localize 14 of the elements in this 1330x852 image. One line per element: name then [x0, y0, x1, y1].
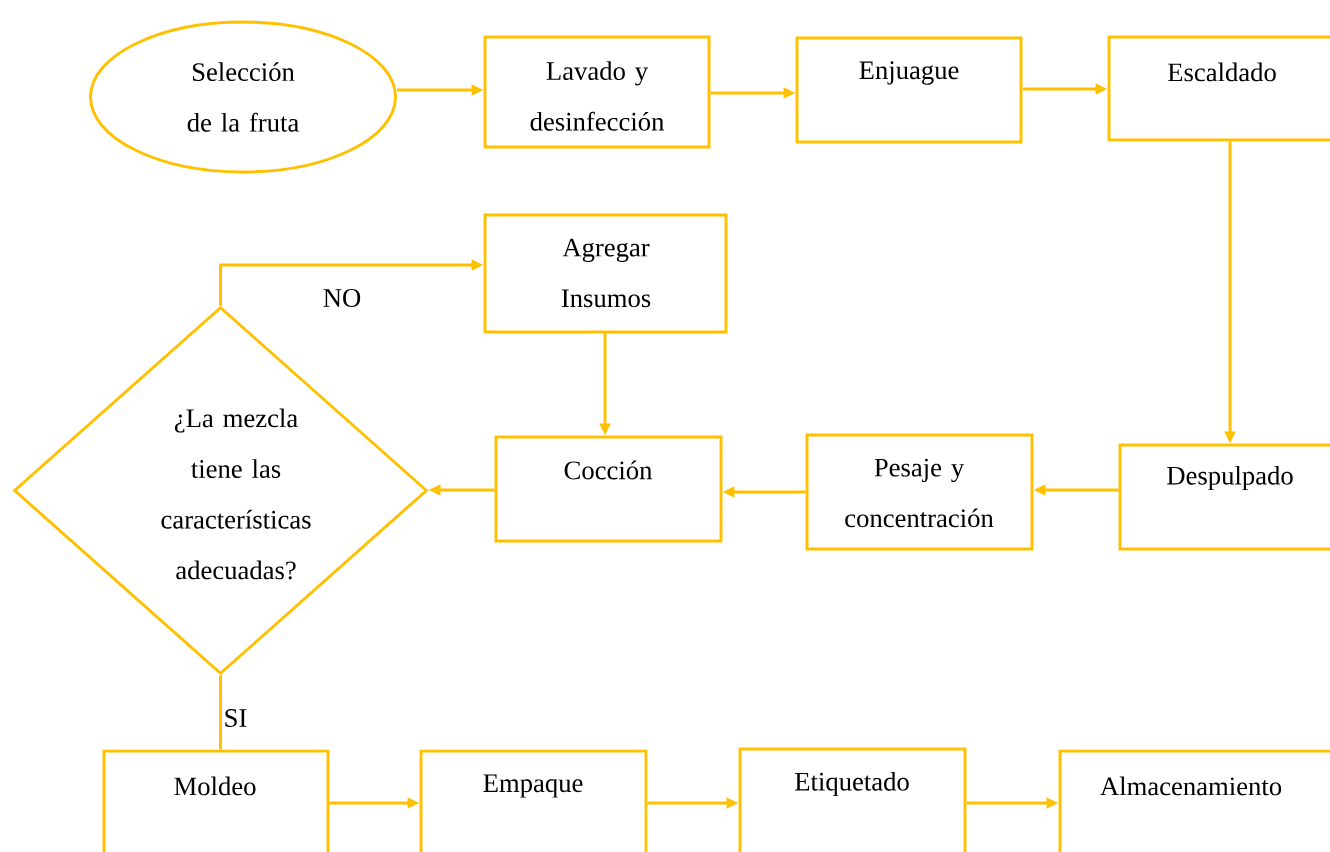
connector-line	[219, 675, 222, 750]
process-box: Almacenamiento	[1058, 749, 1330, 852]
process-box: Agregar Insumos	[483, 213, 728, 334]
edge-label: NO	[323, 289, 361, 307]
process-box: Pesaje y concentración	[805, 433, 1034, 551]
process-box: Lavado y desinfección	[483, 35, 711, 149]
process-box: Cocción	[494, 435, 723, 543]
process-box: Moldeo	[102, 749, 330, 852]
edge-label: SI	[225, 709, 247, 727]
process-box: Empaque	[419, 749, 648, 852]
process-box: Enjuague	[795, 36, 1023, 144]
process-box: Etiquetado	[738, 747, 967, 852]
process-box: Despulpado	[1118, 443, 1330, 551]
process-box: Escaldado	[1107, 35, 1330, 142]
